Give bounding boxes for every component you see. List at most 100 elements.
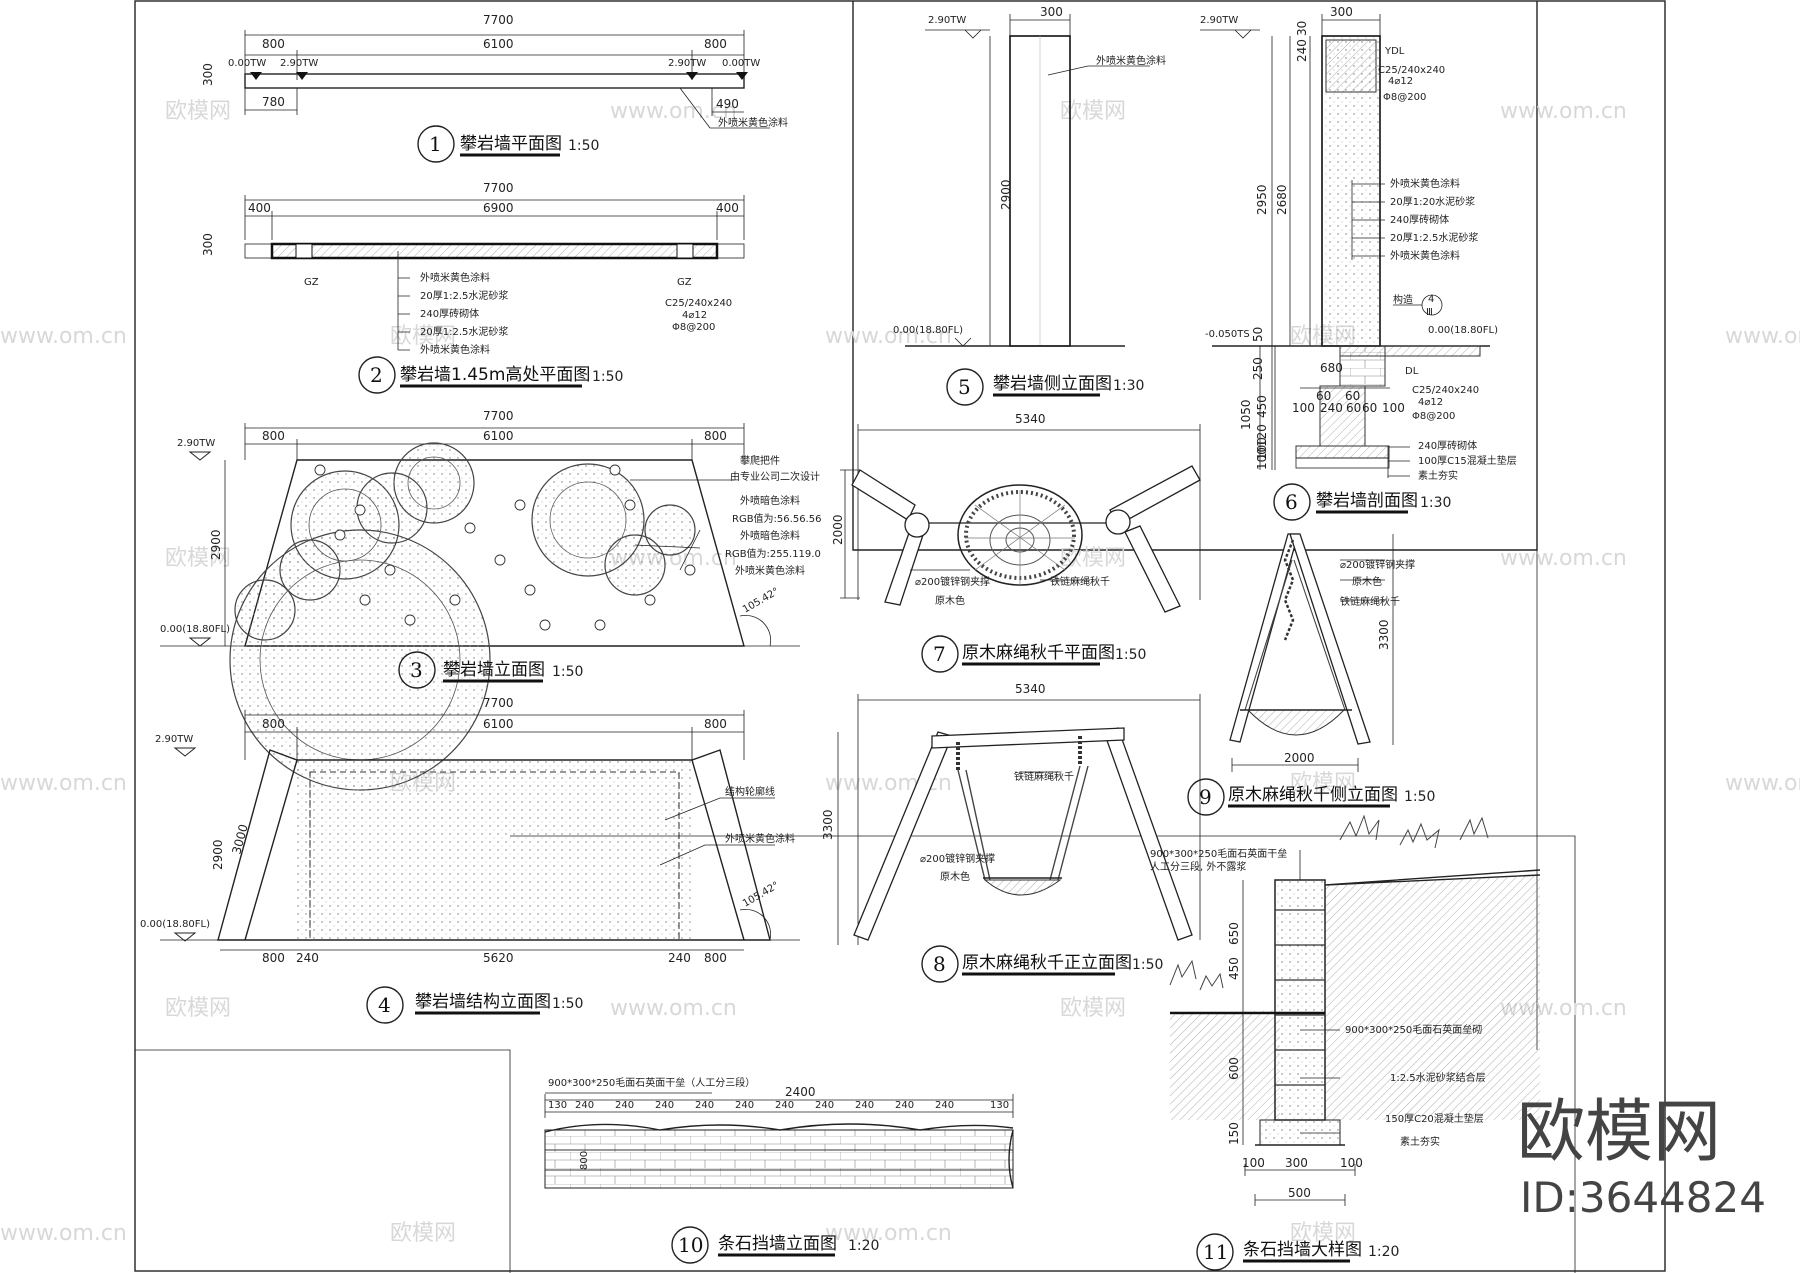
svg-text:1: 1 xyxy=(429,132,442,156)
dim-label: 250 xyxy=(1251,357,1265,380)
svg-text:外喷米黄色涂料: 外喷米黄色涂料 xyxy=(1096,54,1166,67)
svg-text:铁链麻绳秋千: 铁链麻绳秋千 xyxy=(1340,595,1400,608)
watermark-site: www.om.cn xyxy=(0,324,127,349)
svg-text:900*300*250毛面石英面干垒: 900*300*250毛面石英面干垒 xyxy=(1150,847,1287,860)
svg-text:1:30: 1:30 xyxy=(1113,378,1144,394)
svg-text:240: 240 xyxy=(735,1100,754,1111)
dim-label: 100 xyxy=(1382,401,1405,415)
watermark-brand: 欧模网 xyxy=(165,996,231,1021)
watermark-site: www.om.cn xyxy=(610,996,737,1021)
dim-label: 100 xyxy=(1340,1156,1363,1170)
svg-text:Φ8@200: Φ8@200 xyxy=(1412,411,1455,422)
watermark-site: www.om.cn xyxy=(0,771,127,796)
dim-label: 60 xyxy=(1346,401,1361,415)
svg-text:10: 10 xyxy=(678,1233,703,1257)
dim-label: 800 xyxy=(579,1151,590,1170)
drawing-8-swing-front: 5340 3300 铁链麻绳秋千 ⌀200镀锌钢夹撑 原木色 xyxy=(821,682,1201,945)
watermark-brand: 欧模网 xyxy=(1060,996,1126,1021)
drawing-3-elevation: 7700 800 6100 800 2900 2.90TW 0.00(18.80… xyxy=(160,409,821,791)
svg-text:240: 240 xyxy=(935,1100,954,1111)
svg-text:900*300*250毛面石英面干垒（人工分三段）: 900*300*250毛面石英面干垒（人工分三段） xyxy=(548,1076,755,1089)
svg-text:外喷暗色涂料: 外喷暗色涂料 xyxy=(740,529,800,542)
watermark-site: www.om.cn xyxy=(1500,546,1627,571)
drawing-7-swing-plan: 5340 2000 ⌀200镀锌钢夹撑 原木色 铁链麻绳秋千 xyxy=(831,412,1201,613)
dim-label: 800 xyxy=(704,951,727,965)
dim-label: 800 xyxy=(704,717,727,731)
dim-label: 2900 xyxy=(211,839,225,870)
svg-text:3: 3 xyxy=(410,658,423,682)
drawing-5-side-elevation: 300 2.90TW 2900 0.00(18.80FL) 外喷米黄色涂料 xyxy=(893,5,1166,347)
dim-label: 1050 xyxy=(1239,399,1253,430)
dim-label: 60 xyxy=(1362,401,1377,415)
svg-text:外喷米黄色涂料: 外喷米黄色涂料 xyxy=(420,343,490,356)
title-6: 6 攀岩墙剖面图 1:30 xyxy=(1273,483,1451,521)
svg-text:240厚砖砌体: 240厚砖砌体 xyxy=(1418,439,1477,452)
svg-text:外喷暗色涂料: 外喷暗色涂料 xyxy=(740,494,800,507)
svg-text:1:50: 1:50 xyxy=(1132,957,1163,973)
level-mark: 2.90TW xyxy=(280,58,318,69)
dim-label: 800 xyxy=(704,37,727,51)
svg-text:攀岩墙平面图: 攀岩墙平面图 xyxy=(460,134,562,154)
svg-text:C25/240x240: C25/240x240 xyxy=(1378,65,1445,76)
svg-text:1:50: 1:50 xyxy=(568,138,599,154)
dim-label: 800 xyxy=(262,429,285,443)
watermark-brand: 欧模网 xyxy=(165,99,231,124)
tick-labels: 130 240 240 240 240 240 240 240 240 240 … xyxy=(548,1100,1009,1111)
dim-label: 400 xyxy=(248,201,271,215)
dim-label: 490 xyxy=(716,97,739,111)
svg-text:1:50: 1:50 xyxy=(552,664,583,680)
svg-text:攀岩墙结构立面图: 攀岩墙结构立面图 xyxy=(415,992,551,1012)
svg-text:铁链麻绳秋千: 铁链麻绳秋千 xyxy=(1050,575,1110,588)
title-11: 11 条石挡墙大样图 1:20 xyxy=(1196,1233,1399,1271)
svg-text:20厚1:2.5水泥砂浆: 20厚1:2.5水泥砂浆 xyxy=(1390,231,1478,244)
dim-label: 7700 xyxy=(483,181,514,195)
svg-text:外喷米黄色涂料: 外喷米黄色涂料 xyxy=(1390,249,1460,262)
title-5: 5 攀岩墙侧立面图 1:30 xyxy=(946,368,1144,406)
title-10: 10 条石挡墙立面图 1:20 xyxy=(671,1226,879,1264)
dim-label: 240 xyxy=(1295,39,1309,62)
svg-text:⌀200镀锌钢夹撑: ⌀200镀锌钢夹撑 xyxy=(1340,558,1415,571)
dim-label: 2000 xyxy=(831,514,845,545)
level-mark: 0.00(18.80FL) xyxy=(1428,325,1498,336)
level-mark: 2.90TW xyxy=(1200,15,1238,26)
dim-label: 5340 xyxy=(1015,682,1046,696)
dim-label: 240 xyxy=(668,951,691,965)
svg-text:4: 4 xyxy=(1428,294,1434,305)
svg-text:4⌀12: 4⌀12 xyxy=(1388,76,1413,87)
svg-text:人工分三段, 外不露浆: 人工分三段, 外不露浆 xyxy=(1150,860,1246,873)
dim-label: 780 xyxy=(262,95,285,109)
svg-text:外喷米黄色涂料: 外喷米黄色涂料 xyxy=(725,832,795,845)
svg-text:240: 240 xyxy=(775,1100,794,1111)
svg-text:结构轮廓线: 结构轮廓线 xyxy=(725,785,775,798)
dim-label: 100 xyxy=(1292,401,1315,415)
dim-label: 5340 xyxy=(1015,412,1046,426)
dim-label: 2680 xyxy=(1275,184,1289,215)
svg-text:RGB值为:255.119.0: RGB值为:255.119.0 xyxy=(725,547,821,560)
svg-text:1:20: 1:20 xyxy=(1368,1244,1399,1260)
dim-label: 100 xyxy=(1255,437,1269,460)
svg-text:外喷米黄色涂料: 外喷米黄色涂料 xyxy=(735,564,805,577)
watermark-layer: 欧模网 欧模网 www.om.cn www.om.cn www.om.cn 欧模… xyxy=(0,99,1800,1246)
svg-text:攀岩墙1.45m高处平面图: 攀岩墙1.45m高处平面图 xyxy=(400,365,590,385)
dim-label: 7700 xyxy=(483,696,514,710)
svg-text:⌀200镀锌钢夹撑: ⌀200镀锌钢夹撑 xyxy=(915,575,990,588)
svg-text:240: 240 xyxy=(615,1100,634,1111)
dim-label: 2400 xyxy=(785,1085,816,1099)
svg-text:9: 9 xyxy=(1199,785,1212,809)
svg-text:150厚C20混凝土垫层: 150厚C20混凝土垫层 xyxy=(1385,1112,1484,1125)
svg-text:240: 240 xyxy=(855,1100,874,1111)
svg-text:C25/240x240: C25/240x240 xyxy=(1412,385,1479,396)
watermark-logo: 欧模网 xyxy=(1517,1093,1721,1172)
dim-label: 60 xyxy=(1316,389,1331,403)
drawing-1-plan: 7700 800 6100 800 0.00TW 2.90TW 2.90TW 0… xyxy=(201,13,788,129)
dim-label: 2950 xyxy=(1255,184,1269,215)
watermark-brand: 欧模网 xyxy=(1060,99,1126,124)
svg-text:YDL: YDL xyxy=(1384,46,1405,57)
svg-text:4: 4 xyxy=(378,993,391,1017)
dim-label: 100 xyxy=(1242,1156,1265,1170)
drawing-6-section: 300 2.90TW 240 30 2950 2680 YDL C25/240x… xyxy=(1200,5,1517,482)
svg-text:原木色: 原木色 xyxy=(940,870,970,883)
dim-label: 240 xyxy=(1320,401,1343,415)
svg-text:20厚1:20水泥砂浆: 20厚1:20水泥砂浆 xyxy=(1390,195,1475,208)
